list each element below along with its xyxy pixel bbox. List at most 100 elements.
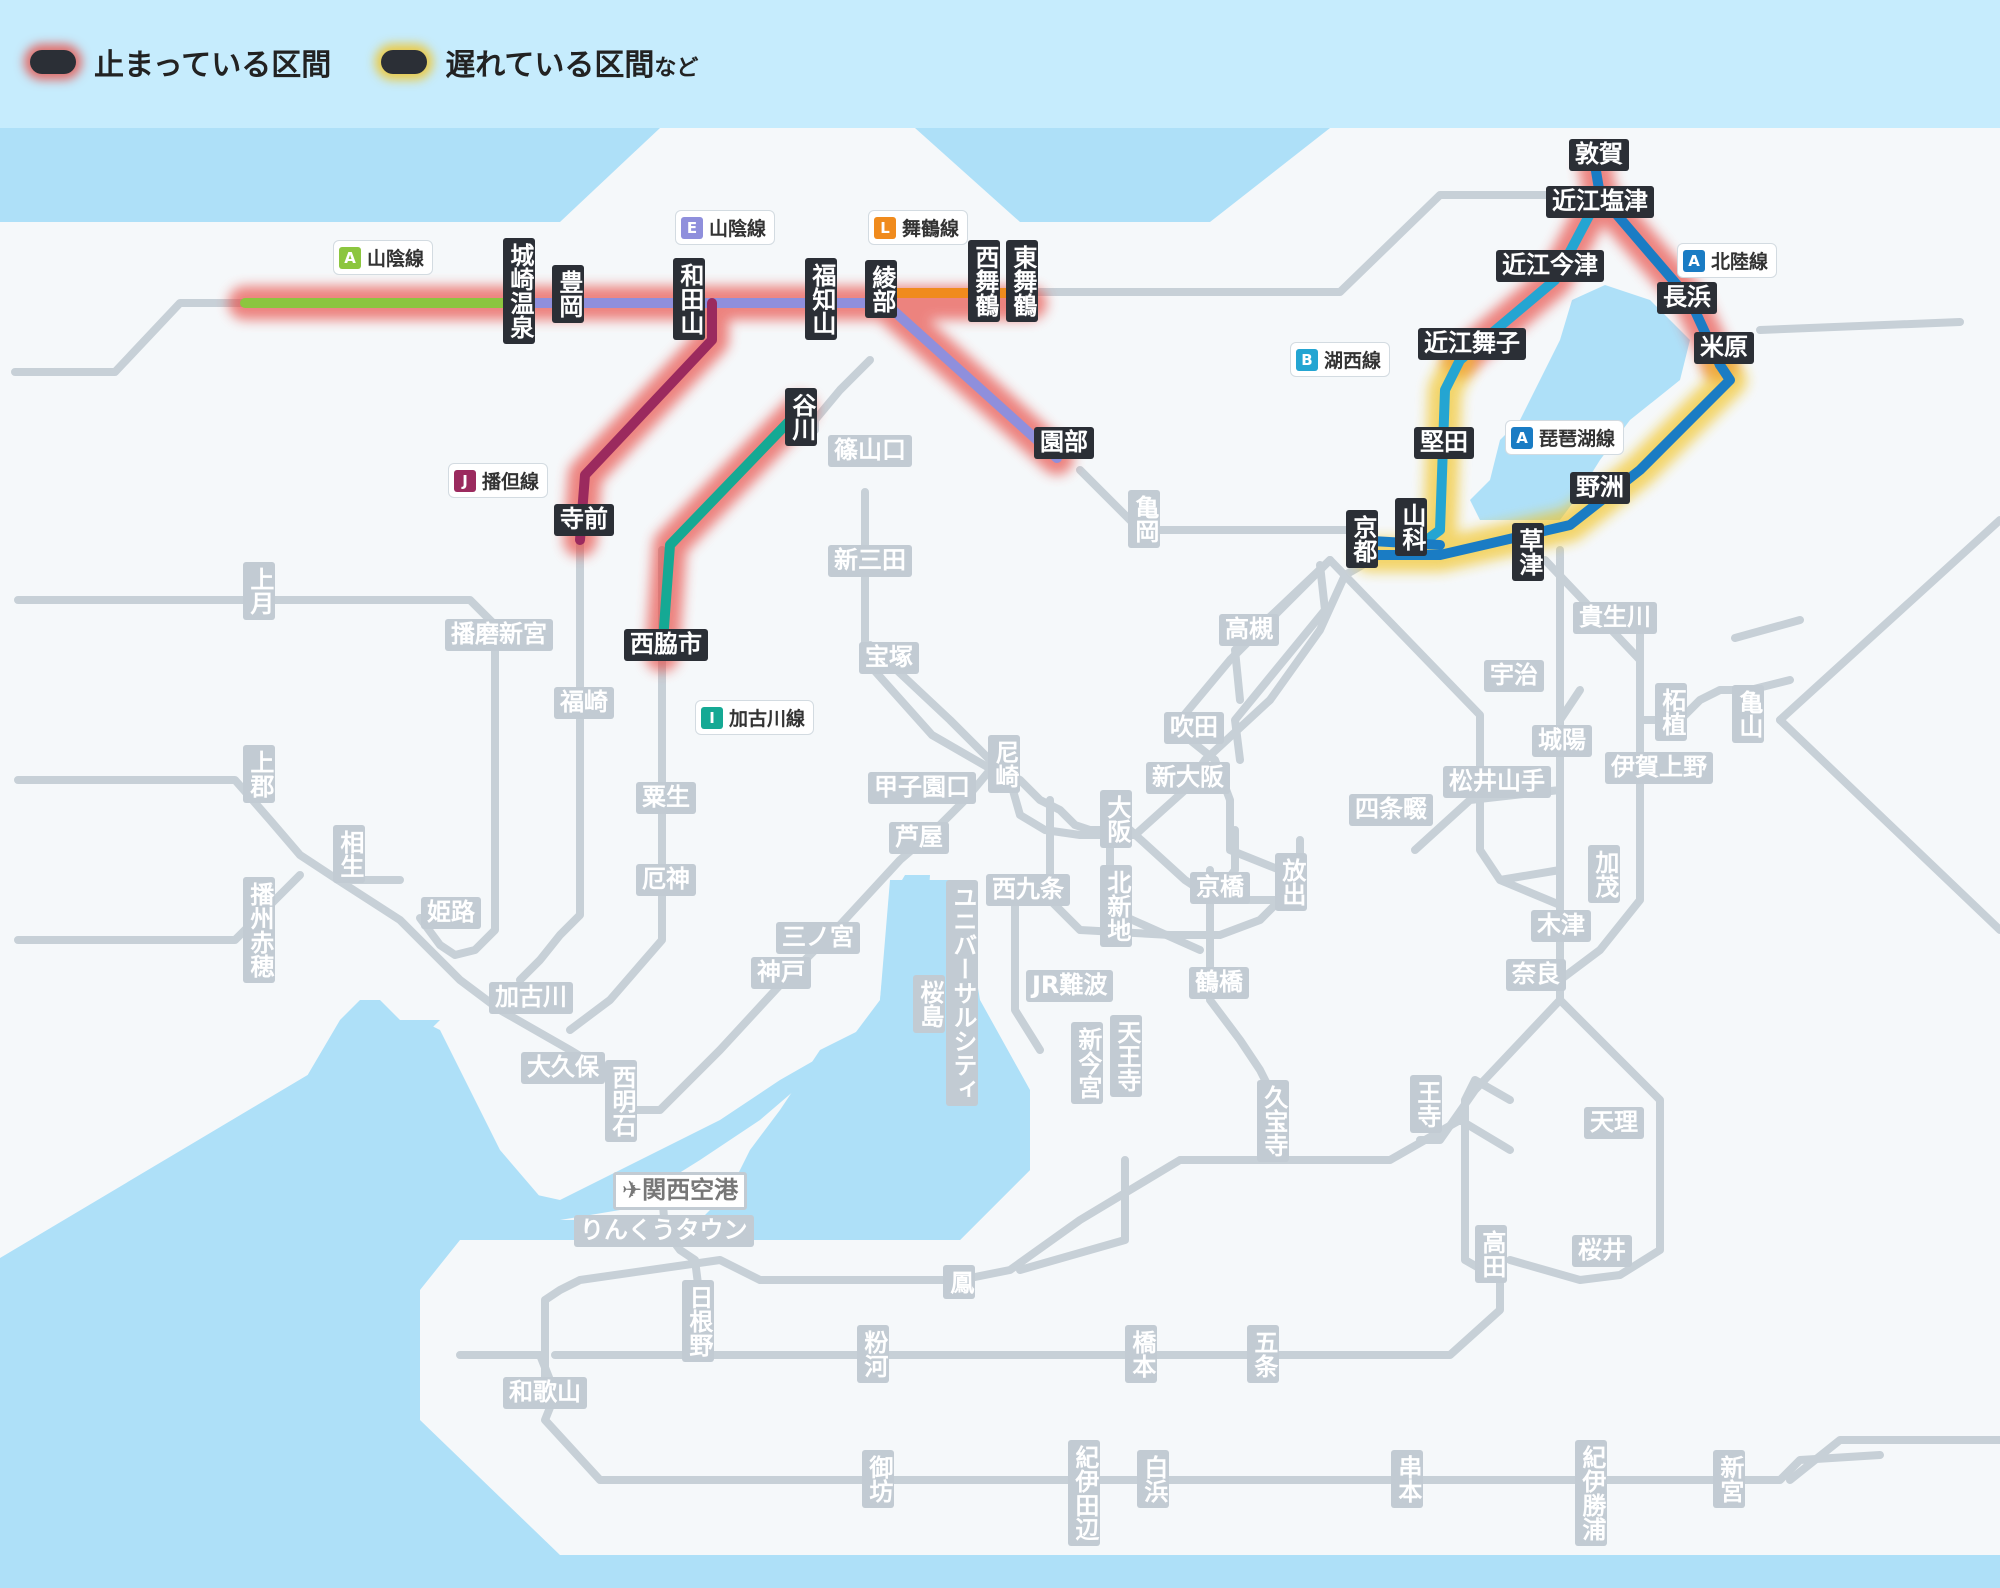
station-normal[interactable]: 新今宮 bbox=[1071, 1022, 1103, 1104]
station-stopped[interactable]: 西脇市 bbox=[624, 629, 708, 661]
station-normal[interactable]: 紀伊勝浦 bbox=[1575, 1440, 1607, 1546]
line-label-badge: I bbox=[701, 706, 723, 729]
station-normal[interactable]: 紀伊田辺 bbox=[1068, 1440, 1100, 1546]
station-stopped[interactable]: 野洲 bbox=[1570, 472, 1630, 504]
station-normal[interactable]: 加茂 bbox=[1588, 845, 1620, 903]
line-label-badge: L bbox=[874, 216, 896, 239]
station-normal[interactable]: 新宮 bbox=[1713, 1450, 1745, 1508]
station-stopped[interactable]: 寺前 bbox=[554, 504, 614, 536]
station-stopped[interactable]: 福知山 bbox=[805, 258, 837, 340]
station-stopped[interactable]: 近江塩津 bbox=[1546, 186, 1654, 218]
station-normal[interactable]: 和歌山 bbox=[503, 1377, 587, 1409]
station-normal[interactable]: 鳳 bbox=[943, 1265, 975, 1299]
station-normal[interactable]: 上郡 bbox=[243, 745, 275, 803]
station-normal[interactable]: 宇治 bbox=[1484, 660, 1544, 692]
station-normal[interactable]: 木津 bbox=[1531, 910, 1591, 942]
station-normal[interactable]: 神戸 bbox=[751, 957, 811, 989]
station-normal[interactable]: 新三田 bbox=[828, 545, 912, 577]
station-normal[interactable]: ✈関西空港 bbox=[613, 1172, 748, 1210]
station-stopped[interactable]: 京都 bbox=[1346, 510, 1378, 568]
station-normal[interactable]: 北新地 bbox=[1100, 865, 1132, 947]
station-normal[interactable]: りんくうタウン bbox=[574, 1215, 754, 1247]
station-normal[interactable]: 姫路 bbox=[421, 897, 481, 929]
station-stopped[interactable]: 近江今津 bbox=[1496, 250, 1604, 282]
station-normal[interactable]: 橋本 bbox=[1125, 1325, 1157, 1383]
station-stopped[interactable]: 草津 bbox=[1512, 523, 1544, 581]
station-normal[interactable]: 上月 bbox=[243, 562, 275, 620]
station-normal[interactable]: 串本 bbox=[1391, 1450, 1423, 1508]
station-stopped[interactable]: 米原 bbox=[1694, 332, 1754, 364]
station-normal[interactable]: 王寺 bbox=[1410, 1075, 1442, 1133]
station-normal[interactable]: 京橋 bbox=[1190, 872, 1250, 904]
station-normal[interactable]: 桜島 bbox=[913, 975, 945, 1033]
station-stopped[interactable]: 綾部 bbox=[865, 260, 897, 318]
station-stopped[interactable]: 西舞鶴 bbox=[968, 240, 1000, 322]
station-stopped[interactable]: 長浜 bbox=[1657, 282, 1717, 314]
station-normal[interactable]: 五条 bbox=[1247, 1325, 1279, 1383]
station-normal[interactable]: 城陽 bbox=[1532, 725, 1592, 757]
station-normal[interactable]: 相生 bbox=[333, 825, 365, 883]
station-normal[interactable]: 白浜 bbox=[1137, 1450, 1169, 1508]
sea-japan-west bbox=[0, 128, 660, 222]
line-label-name: 山陰線 bbox=[367, 248, 425, 270]
station-normal[interactable]: 三ノ宮 bbox=[776, 922, 860, 954]
station-normal[interactable]: 亀岡 bbox=[1128, 490, 1160, 548]
station-stopped[interactable]: 堅田 bbox=[1414, 427, 1474, 459]
station-normal[interactable]: 奈良 bbox=[1506, 959, 1566, 991]
station-stopped[interactable]: 山科 bbox=[1395, 498, 1427, 556]
station-normal[interactable]: 加古川 bbox=[489, 982, 573, 1014]
station-normal[interactable]: 宝塚 bbox=[859, 642, 919, 674]
station-stopped[interactable]: 近江舞子 bbox=[1418, 328, 1526, 360]
station-normal[interactable]: 四条畷 bbox=[1349, 794, 1433, 826]
station-normal[interactable]: 播磨新宮 bbox=[445, 619, 553, 651]
station-normal[interactable]: 高田 bbox=[1475, 1225, 1507, 1283]
station-normal[interactable]: 西明石 bbox=[605, 1060, 637, 1142]
station-normal[interactable]: 厄神 bbox=[636, 864, 696, 896]
station-normal[interactable]: ユニバーサルシティ bbox=[946, 880, 978, 1106]
station-normal[interactable]: 新大阪 bbox=[1146, 762, 1230, 794]
station-stopped[interactable]: 園部 bbox=[1034, 427, 1094, 459]
station-normal[interactable]: 篠山口 bbox=[828, 435, 912, 467]
station-stopped[interactable]: 東舞鶴 bbox=[1006, 240, 1038, 322]
station-normal[interactable]: 大阪 bbox=[1100, 790, 1132, 848]
station-normal[interactable]: 大久保 bbox=[521, 1052, 605, 1084]
station-normal[interactable]: 放出 bbox=[1275, 853, 1307, 911]
station-stopped[interactable]: 谷川 bbox=[785, 388, 817, 446]
station-normal[interactable]: 甲子園口 bbox=[868, 772, 976, 804]
station-normal[interactable]: 伊賀上野 bbox=[1605, 752, 1713, 784]
station-normal[interactable]: 西九条 bbox=[986, 874, 1070, 906]
station-normal[interactable]: 御坊 bbox=[862, 1450, 894, 1508]
station-normal[interactable]: 桜井 bbox=[1572, 1235, 1632, 1267]
station-normal[interactable]: JR難波 bbox=[1026, 970, 1114, 1002]
grey-lines bbox=[11, 191, 2000, 1484]
station-normal[interactable]: 播州赤穂 bbox=[243, 877, 275, 983]
station-normal[interactable]: 鶴橋 bbox=[1189, 967, 1249, 999]
station-normal[interactable]: 天王寺 bbox=[1110, 1015, 1142, 1097]
station-stopped[interactable]: 豊岡 bbox=[552, 265, 584, 323]
station-stopped[interactable]: 敦賀 bbox=[1569, 139, 1629, 171]
station-normal[interactable]: 貴生川 bbox=[1573, 602, 1657, 634]
station-normal[interactable]: 日根野 bbox=[682, 1280, 714, 1362]
station-normal[interactable]: 久宝寺 bbox=[1257, 1080, 1289, 1162]
station-normal[interactable]: 福崎 bbox=[554, 687, 614, 719]
station-stopped[interactable]: 城崎温泉 bbox=[503, 238, 535, 344]
station-normal[interactable]: 高槻 bbox=[1219, 614, 1279, 646]
station-normal[interactable]: 芦屋 bbox=[889, 822, 949, 854]
station-normal[interactable]: 吹田 bbox=[1164, 712, 1224, 744]
station-normal[interactable]: 天理 bbox=[1584, 1107, 1644, 1139]
station-normal[interactable]: 粟生 bbox=[636, 782, 696, 814]
station-stopped[interactable]: 和田山 bbox=[673, 258, 705, 340]
station-normal[interactable]: 柘植 bbox=[1655, 683, 1687, 741]
station-normal[interactable]: 粉河 bbox=[857, 1325, 889, 1383]
station-normal[interactable]: 松井山手 bbox=[1443, 766, 1551, 798]
station-normal[interactable]: 亀山 bbox=[1732, 685, 1764, 743]
station-normal[interactable]: 尼崎 bbox=[988, 735, 1020, 793]
